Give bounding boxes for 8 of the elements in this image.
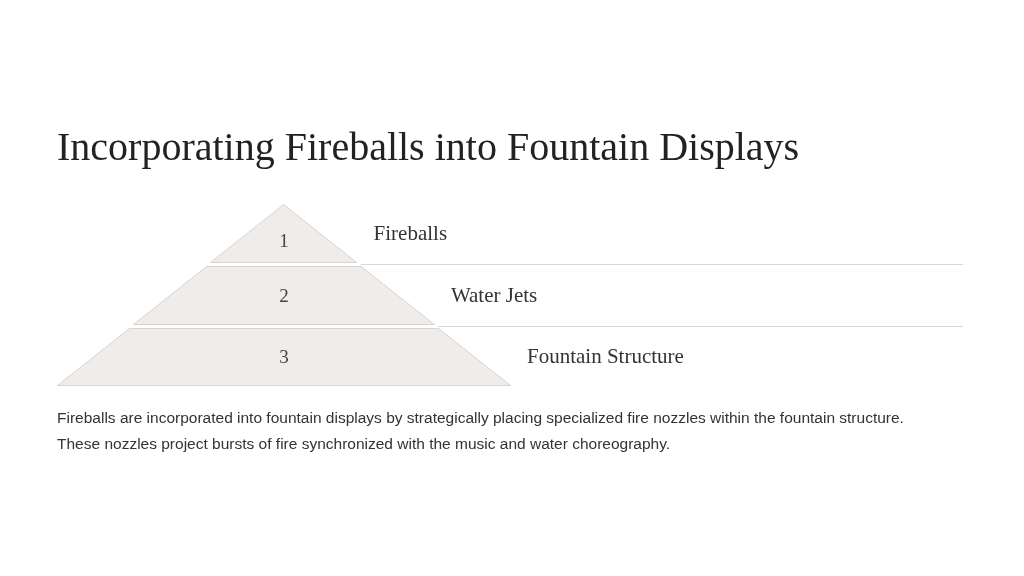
- tier-label: Fountain Structure: [527, 344, 684, 368]
- tier-number: 3: [279, 346, 289, 368]
- tier-label: Water Jets: [450, 283, 538, 307]
- title: Incorporating Fireballs into Fountain Displays: [57, 123, 800, 171]
- tier-label: Fireballs: [373, 221, 448, 245]
- tier-number: 2: [279, 285, 289, 307]
- caption: Fireballs are incorporated into fountain displays by strategically placing specialized fire nozzles within the fountain structure. These nozzles project bursts of fire synchronized with the music and water choreography.: [57, 408, 905, 454]
- tier-number: 1: [279, 230, 289, 252]
